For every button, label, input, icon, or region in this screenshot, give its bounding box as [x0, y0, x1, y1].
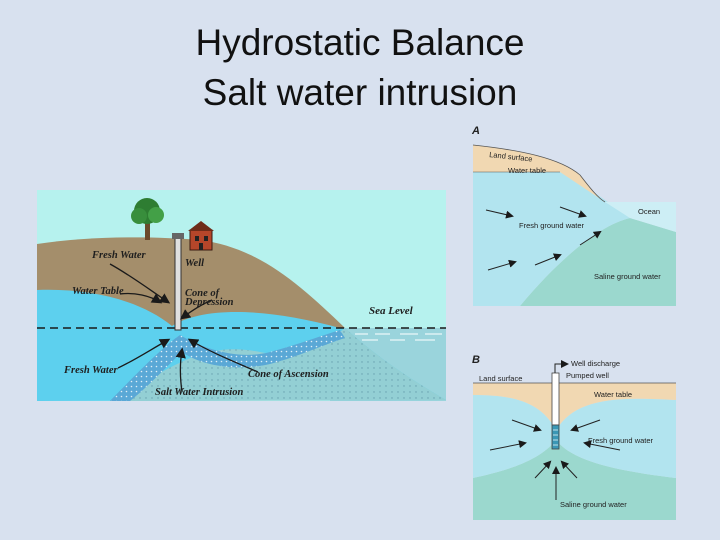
well-casing	[174, 235, 182, 331]
main-arrows	[109, 263, 259, 393]
label-fresh-water-top: Fresh Water	[91, 250, 146, 261]
panel-b-land-surface: Land surface	[479, 374, 522, 383]
panel-b-pumped-well: Pumped well	[566, 371, 609, 380]
panel-b-well	[551, 372, 560, 426]
label-fresh-water-bottom: Fresh Water	[63, 365, 118, 376]
label-cone-of-ascension: Cone of Ascension	[248, 369, 329, 380]
panel-b: B Well discharge Pumped well Land surfac…	[472, 354, 676, 520]
label-cone-of-depression-line1: Cone of	[185, 288, 221, 299]
panel-b-land	[473, 383, 676, 430]
slide-title: Hydrostatic Balance Salt water intrusion	[0, 18, 720, 118]
panel-a-fresh-label: Fresh ground water	[519, 221, 585, 230]
panel-b-saline-label: Saline ground water	[560, 500, 627, 509]
panel-b-well-screen	[551, 424, 560, 450]
panel-a: A Land surface Water table Ocean Fresh g…	[471, 125, 676, 306]
panel-b-arrows	[489, 419, 621, 500]
panel-b-fresh-label: Fresh ground water	[588, 436, 654, 445]
label-water-table: Water Table	[72, 286, 124, 297]
label-cone-of-depression-line2: Depression	[184, 297, 234, 308]
title-line-2: Salt water intrusion	[202, 72, 518, 113]
ocean-ripples	[355, 333, 442, 341]
title-line-1: Hydrostatic Balance	[195, 22, 525, 63]
well-head	[172, 233, 184, 239]
panel-b-water-table: Water table	[594, 390, 632, 399]
panel-a-ocean-label: Ocean	[638, 207, 660, 216]
panel-b-saline	[473, 440, 676, 520]
panel-b-letter: B	[472, 354, 480, 366]
panel-b-fresh	[473, 395, 676, 478]
panel-b-well-discharge: Well discharge	[571, 359, 620, 368]
panel-a-land	[473, 145, 605, 202]
panel-a-saline-label: Saline ground water	[594, 272, 661, 281]
panel-a-ocean	[605, 202, 676, 232]
panel-a-saline	[473, 218, 676, 306]
house-icon	[188, 221, 214, 251]
panel-a-water-table: Water table	[508, 166, 546, 175]
tree-icon	[131, 198, 164, 240]
panel-a-arrows	[485, 206, 602, 271]
label-well: Well	[185, 258, 204, 269]
main-diagram: Fresh Water Well Water Table Cone of Dep…	[37, 190, 446, 401]
panel-a-fresh	[473, 172, 630, 306]
label-sea-level: Sea Level	[369, 305, 414, 317]
panel-a-letter: A	[471, 125, 480, 137]
fresh-water-upper	[37, 289, 340, 328]
label-salt-water-intrusion: Salt Water Intrusion	[155, 387, 243, 398]
